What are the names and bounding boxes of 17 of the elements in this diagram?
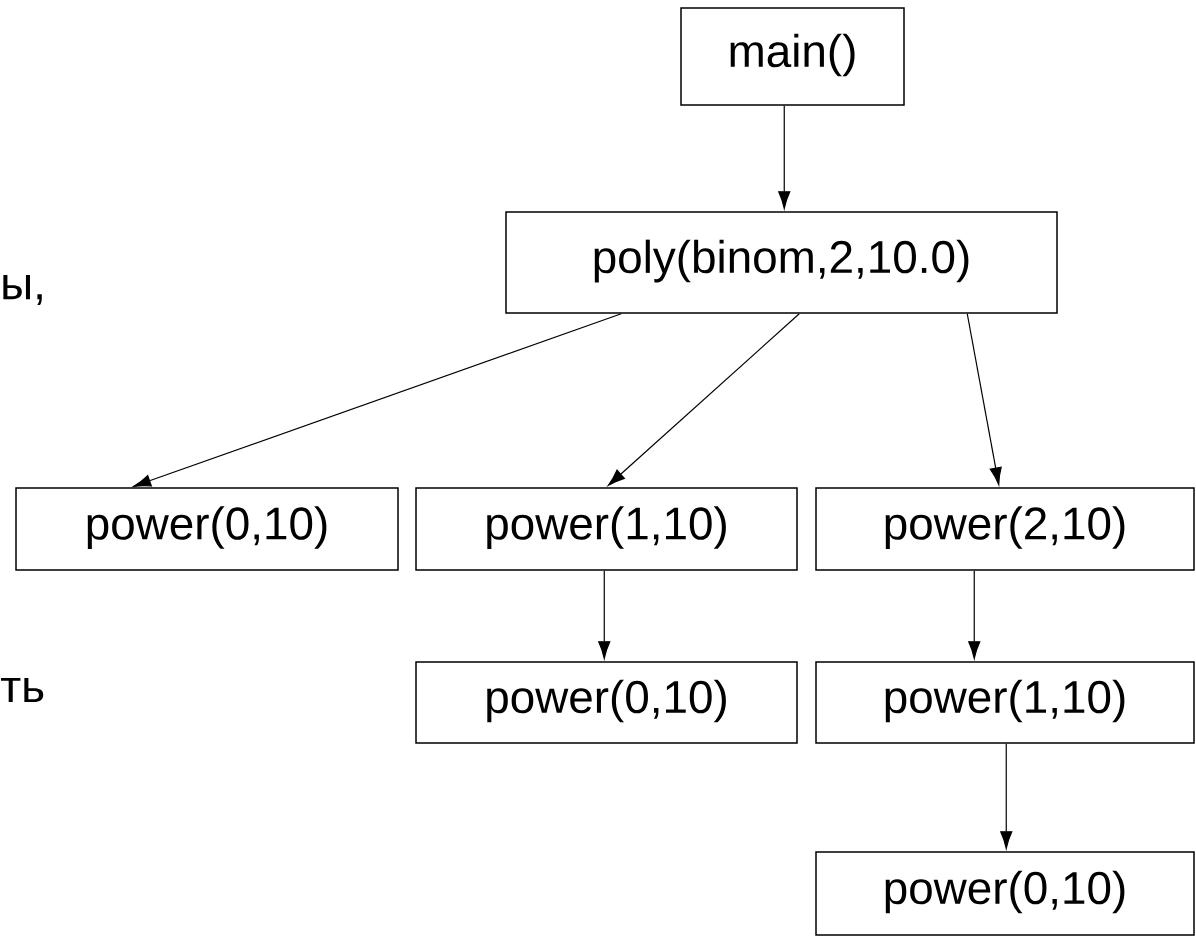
arrow bbox=[966, 313, 1002, 486]
arrow bbox=[133, 313, 622, 487]
arrow bbox=[1000, 743, 1013, 849]
call-box: power(0,10) bbox=[415, 661, 798, 744]
call-box: power(0,10) bbox=[15, 487, 399, 571]
text-fragment: ть bbox=[1, 677, 44, 703]
arrow bbox=[607, 313, 800, 486]
call-box: power(2,10) bbox=[815, 487, 1195, 571]
call-box: poly(binom,2,10.0) bbox=[505, 211, 1058, 314]
arrow bbox=[968, 570, 981, 659]
call-box: power(1,10) bbox=[815, 661, 1195, 744]
arrow bbox=[778, 105, 791, 209]
text-fragment: ы, bbox=[3, 274, 42, 306]
call-box: power(1,10) bbox=[415, 487, 798, 571]
call-box: power(0,10) bbox=[815, 851, 1195, 936]
arrow bbox=[598, 570, 611, 659]
call-box: main() bbox=[680, 7, 905, 106]
